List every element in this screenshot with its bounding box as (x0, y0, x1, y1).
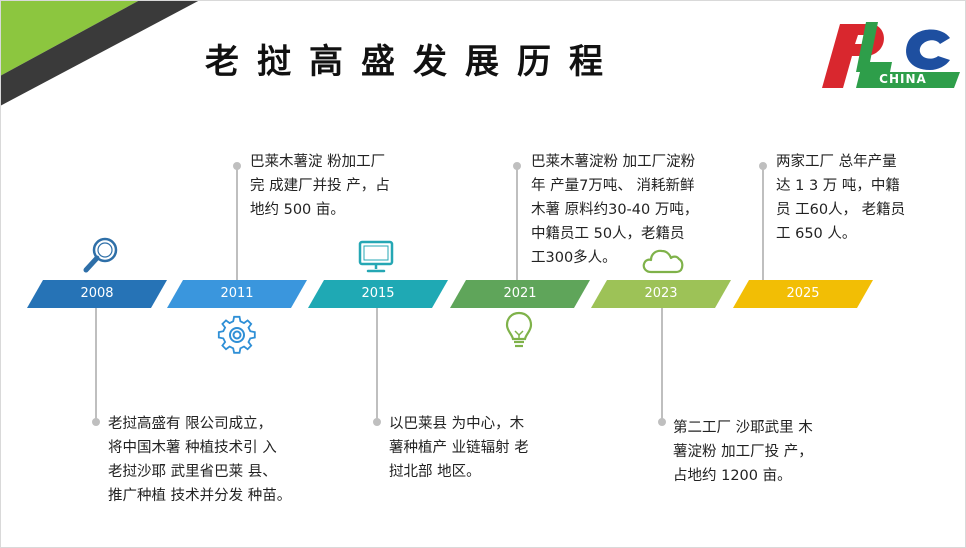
note-line: 员 工60人， 老籍员 (776, 202, 906, 218)
note-2015: 以巴莱县 为中心，木 薯种植产 业链辐射 老 挝北部 地区。 (389, 412, 529, 484)
note-2011: 巴莱木薯淀 粉加工厂 完 成建厂并投 产，占 地约 500 亩。 (250, 150, 390, 222)
note-2008: 老挝高盛有 限公司成立， 将中国木薯 种植技术引 入 老挝沙耶 武里省巴莱 县、… (108, 412, 291, 508)
note-line: 巴莱木薯淀 粉加工厂 (250, 154, 386, 170)
timeline-segment-2021: 2021 (450, 280, 590, 308)
magnifier-icon (83, 237, 118, 273)
company-logo (822, 22, 960, 88)
note-2023: 第二工厂 沙耶武里 木 薯淀粉 加工厂投 产， 占地约 1200 亩。 (673, 416, 813, 488)
note-line: 中籍员工 50人，老籍员 (531, 226, 685, 242)
note-line: 以巴莱县 为中心，木 (389, 416, 525, 432)
note-line: 推广种植 技术并分发 种苗。 (108, 488, 292, 504)
gear-icon (217, 315, 256, 354)
note-line: 木薯 原料约30-40 万吨， (531, 202, 699, 218)
corner-decoration (0, 0, 200, 106)
note-line: 巴莱木薯淀粉 加工厂淀粉 (531, 154, 696, 170)
note-line: 挝北部 地区。 (389, 464, 481, 480)
year-label-2008: 2008 (80, 286, 114, 301)
lightbulb-icon (505, 311, 533, 348)
timeline-segment-2025: 2025 (733, 280, 873, 308)
note-line: 两家工厂 总年产量 (776, 154, 897, 170)
note-2025: 两家工厂 总年产量 达 1 3 万 吨，中籍 员 工60人， 老籍员 工 650… (776, 150, 905, 246)
cloud-icon (642, 249, 684, 274)
timeline-segment-2023: 2023 (591, 280, 731, 308)
note-line: 完 成建厂并投 产，占 (250, 178, 390, 194)
note-line: 年 产量7万吨、 消耗新鲜 (531, 178, 695, 194)
note-line: 薯种植产 业链辐射 老 (389, 440, 529, 456)
logo-text: CHINA (879, 72, 927, 86)
note-line: 老挝沙耶 武里省巴莱 县、 (108, 464, 277, 480)
timeline-segment-2015: 2015 (308, 280, 448, 308)
year-label-2025: 2025 (786, 286, 820, 301)
note-line: 第二工厂 沙耶武里 木 (673, 420, 813, 436)
page-title: 老挝高盛发展历程 (205, 42, 621, 82)
note-line: 地约 500 亩。 (250, 202, 345, 218)
note-line: 工 650 人。 (776, 226, 857, 242)
note-line: 达 1 3 万 吨，中籍 (776, 178, 900, 194)
note-line: 占地约 1200 亩。 (673, 468, 792, 484)
note-line: 工300多人。 (531, 250, 617, 266)
timeline-segment-2011: 2011 (167, 280, 307, 308)
monitor-icon (358, 240, 394, 273)
note-2021: 巴莱木薯淀粉 加工厂淀粉 年 产量7万吨、 消耗新鲜 木薯 原料约30-40 万… (531, 150, 698, 270)
note-line: 薯淀粉 加工厂投 产， (673, 444, 813, 460)
year-label-2015: 2015 (361, 286, 395, 301)
year-label-2023: 2023 (644, 286, 678, 301)
note-line: 将中国木薯 种植技术引 入 (108, 440, 277, 456)
year-label-2011: 2011 (220, 286, 254, 301)
timeline-segment-2008: 2008 (27, 280, 167, 308)
note-line: 老挝高盛有 限公司成立， (108, 416, 273, 432)
year-label-2021: 2021 (503, 286, 537, 301)
